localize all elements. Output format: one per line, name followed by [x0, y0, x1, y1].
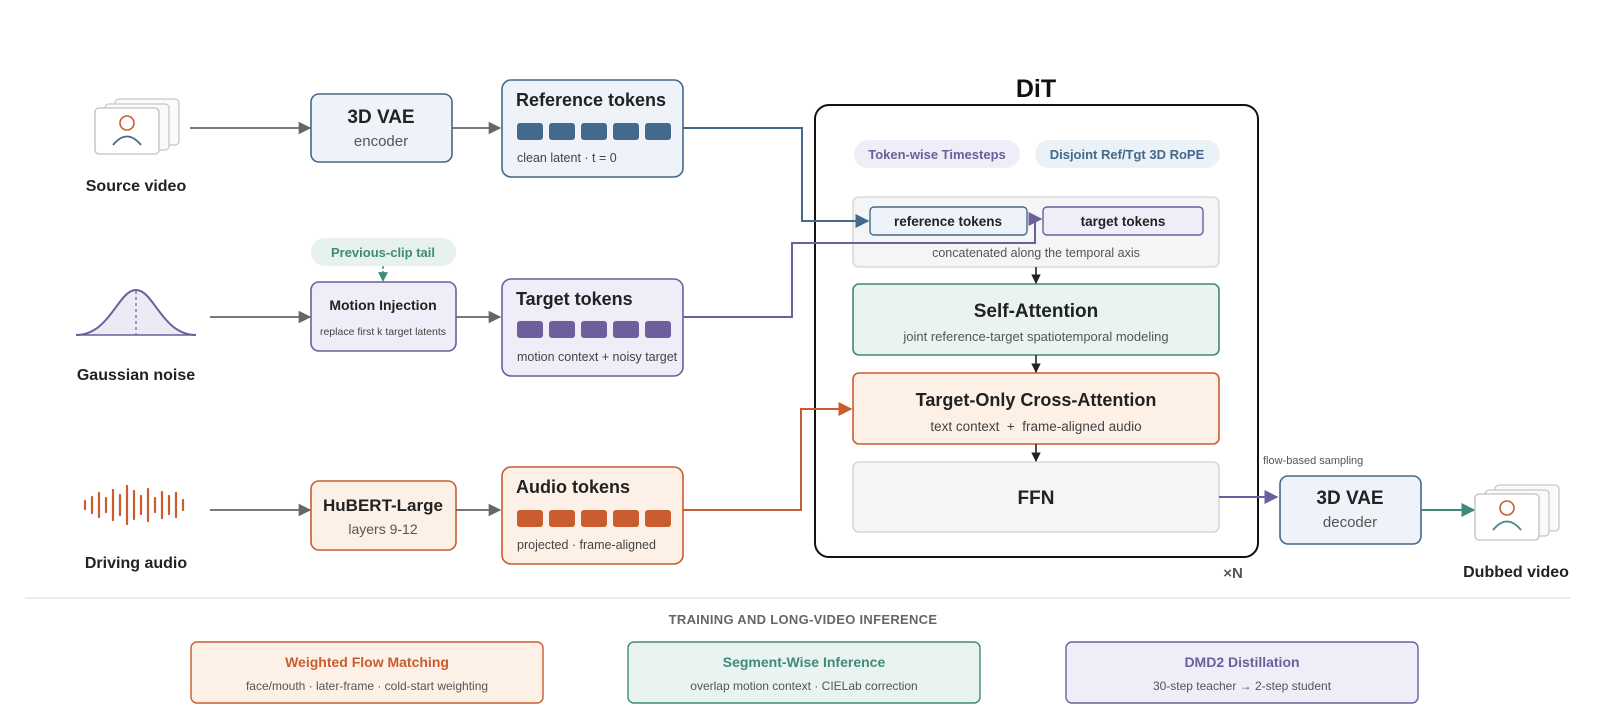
dubbed-video-icon — [1474, 484, 1560, 541]
gaussian-curve-icon — [75, 288, 197, 336]
arrow-audio-to-cross-attention — [683, 402, 853, 511]
source-video-icon — [94, 98, 180, 155]
motion-injection-box — [310, 281, 457, 352]
previous-clip-tail-tag — [311, 238, 456, 266]
arrow-reference-to-dit — [683, 127, 870, 228]
motion-injection-title: Motion Injection — [329, 297, 436, 313]
flow-sampling-label: flow-based sampling — [1263, 455, 1363, 467]
hubert-subtitle: layers 9-12 — [348, 521, 417, 537]
vae-encoder-subtitle: encoder — [354, 133, 408, 150]
segment-wise-inference-card — [627, 641, 981, 704]
weighted-flow-matching-caption: face/mouth · later-frame · cold-start we… — [246, 679, 488, 693]
audio-tokens-caption: projected · frame-aligned — [517, 538, 656, 552]
hubert-title: HuBERT-Large — [323, 496, 443, 515]
footer-heading: TRAINING AND LONG-VIDEO INFERENCE — [669, 612, 938, 627]
weighted-flow-matching-card — [190, 641, 544, 704]
arrow-target-to-dit — [683, 212, 1043, 318]
audio-tokens-title: Audio tokens — [516, 477, 630, 497]
gaussian-noise-label: Gaussian noise — [77, 367, 195, 384]
dmd2-distillation-card — [1065, 641, 1419, 704]
target-tokens-title: Target tokens — [516, 289, 633, 309]
previous-clip-tail-label: Previous-clip tail — [331, 245, 435, 260]
segment-wise-inference-title: Segment-Wise Inference — [723, 654, 886, 670]
hubert-box — [310, 480, 457, 551]
concat-target-label: target tokens — [1081, 214, 1166, 229]
weighted-flow-matching-title: Weighted Flow Matching — [285, 654, 449, 670]
ffn-label: FFN — [1018, 488, 1055, 509]
cross-attention-caption: text context + frame-aligned audio — [930, 419, 1141, 434]
vae-decoder-box — [1279, 475, 1422, 545]
vae-decoder-subtitle: decoder — [1323, 514, 1377, 531]
concat-reference-tokens — [869, 206, 1028, 236]
vae-encoder-title: 3D VAE — [347, 107, 414, 128]
motion-injection-subtitle: replace first k target latents — [320, 326, 446, 338]
driving-audio-label: Driving audio — [85, 555, 187, 572]
audio-waveform-icon — [83, 484, 185, 526]
concat-target-tokens — [1042, 206, 1204, 236]
dit-title: DiT — [1016, 75, 1056, 103]
dmd2-distillation-caption: 30-step teacher → 2-step student — [1153, 679, 1332, 693]
vae-encoder-box — [310, 93, 453, 163]
dmd2-distillation-title: DMD2 Distillation — [1184, 654, 1299, 670]
self-attention-caption: joint reference-target spatiotemporal mo… — [902, 329, 1168, 344]
token-wise-timesteps-pill — [854, 140, 1020, 168]
disjoint-rope-pill — [1035, 140, 1220, 168]
reference-tokens-caption: clean latent · t = 0 — [517, 151, 617, 165]
cross-attention-title: Target-Only Cross-Attention — [916, 390, 1157, 410]
reference-token-blocks — [517, 123, 671, 140]
token-wise-timesteps-label: Token-wise Timesteps — [868, 147, 1006, 162]
disjoint-rope-label: Disjoint Ref/Tgt 3D RoPE — [1050, 147, 1205, 162]
segment-wise-inference-caption: overlap motion context · CIELab correcti… — [690, 679, 917, 693]
concat-reference-label: reference tokens — [894, 214, 1002, 229]
target-token-blocks — [517, 321, 671, 338]
audio-token-blocks — [517, 510, 671, 527]
dubbed-video-label: Dubbed video — [1463, 564, 1569, 581]
concat-caption: concatenated along the temporal axis — [932, 246, 1140, 260]
source-video-label: Source video — [86, 178, 187, 195]
self-attention-title: Self-Attention — [974, 301, 1099, 322]
dit-repeat-label: ×N — [1223, 565, 1243, 582]
target-tokens-caption: motion context + noisy target — [517, 350, 678, 364]
vae-decoder-title: 3D VAE — [1316, 488, 1383, 509]
reference-tokens-title: Reference tokens — [516, 90, 666, 110]
